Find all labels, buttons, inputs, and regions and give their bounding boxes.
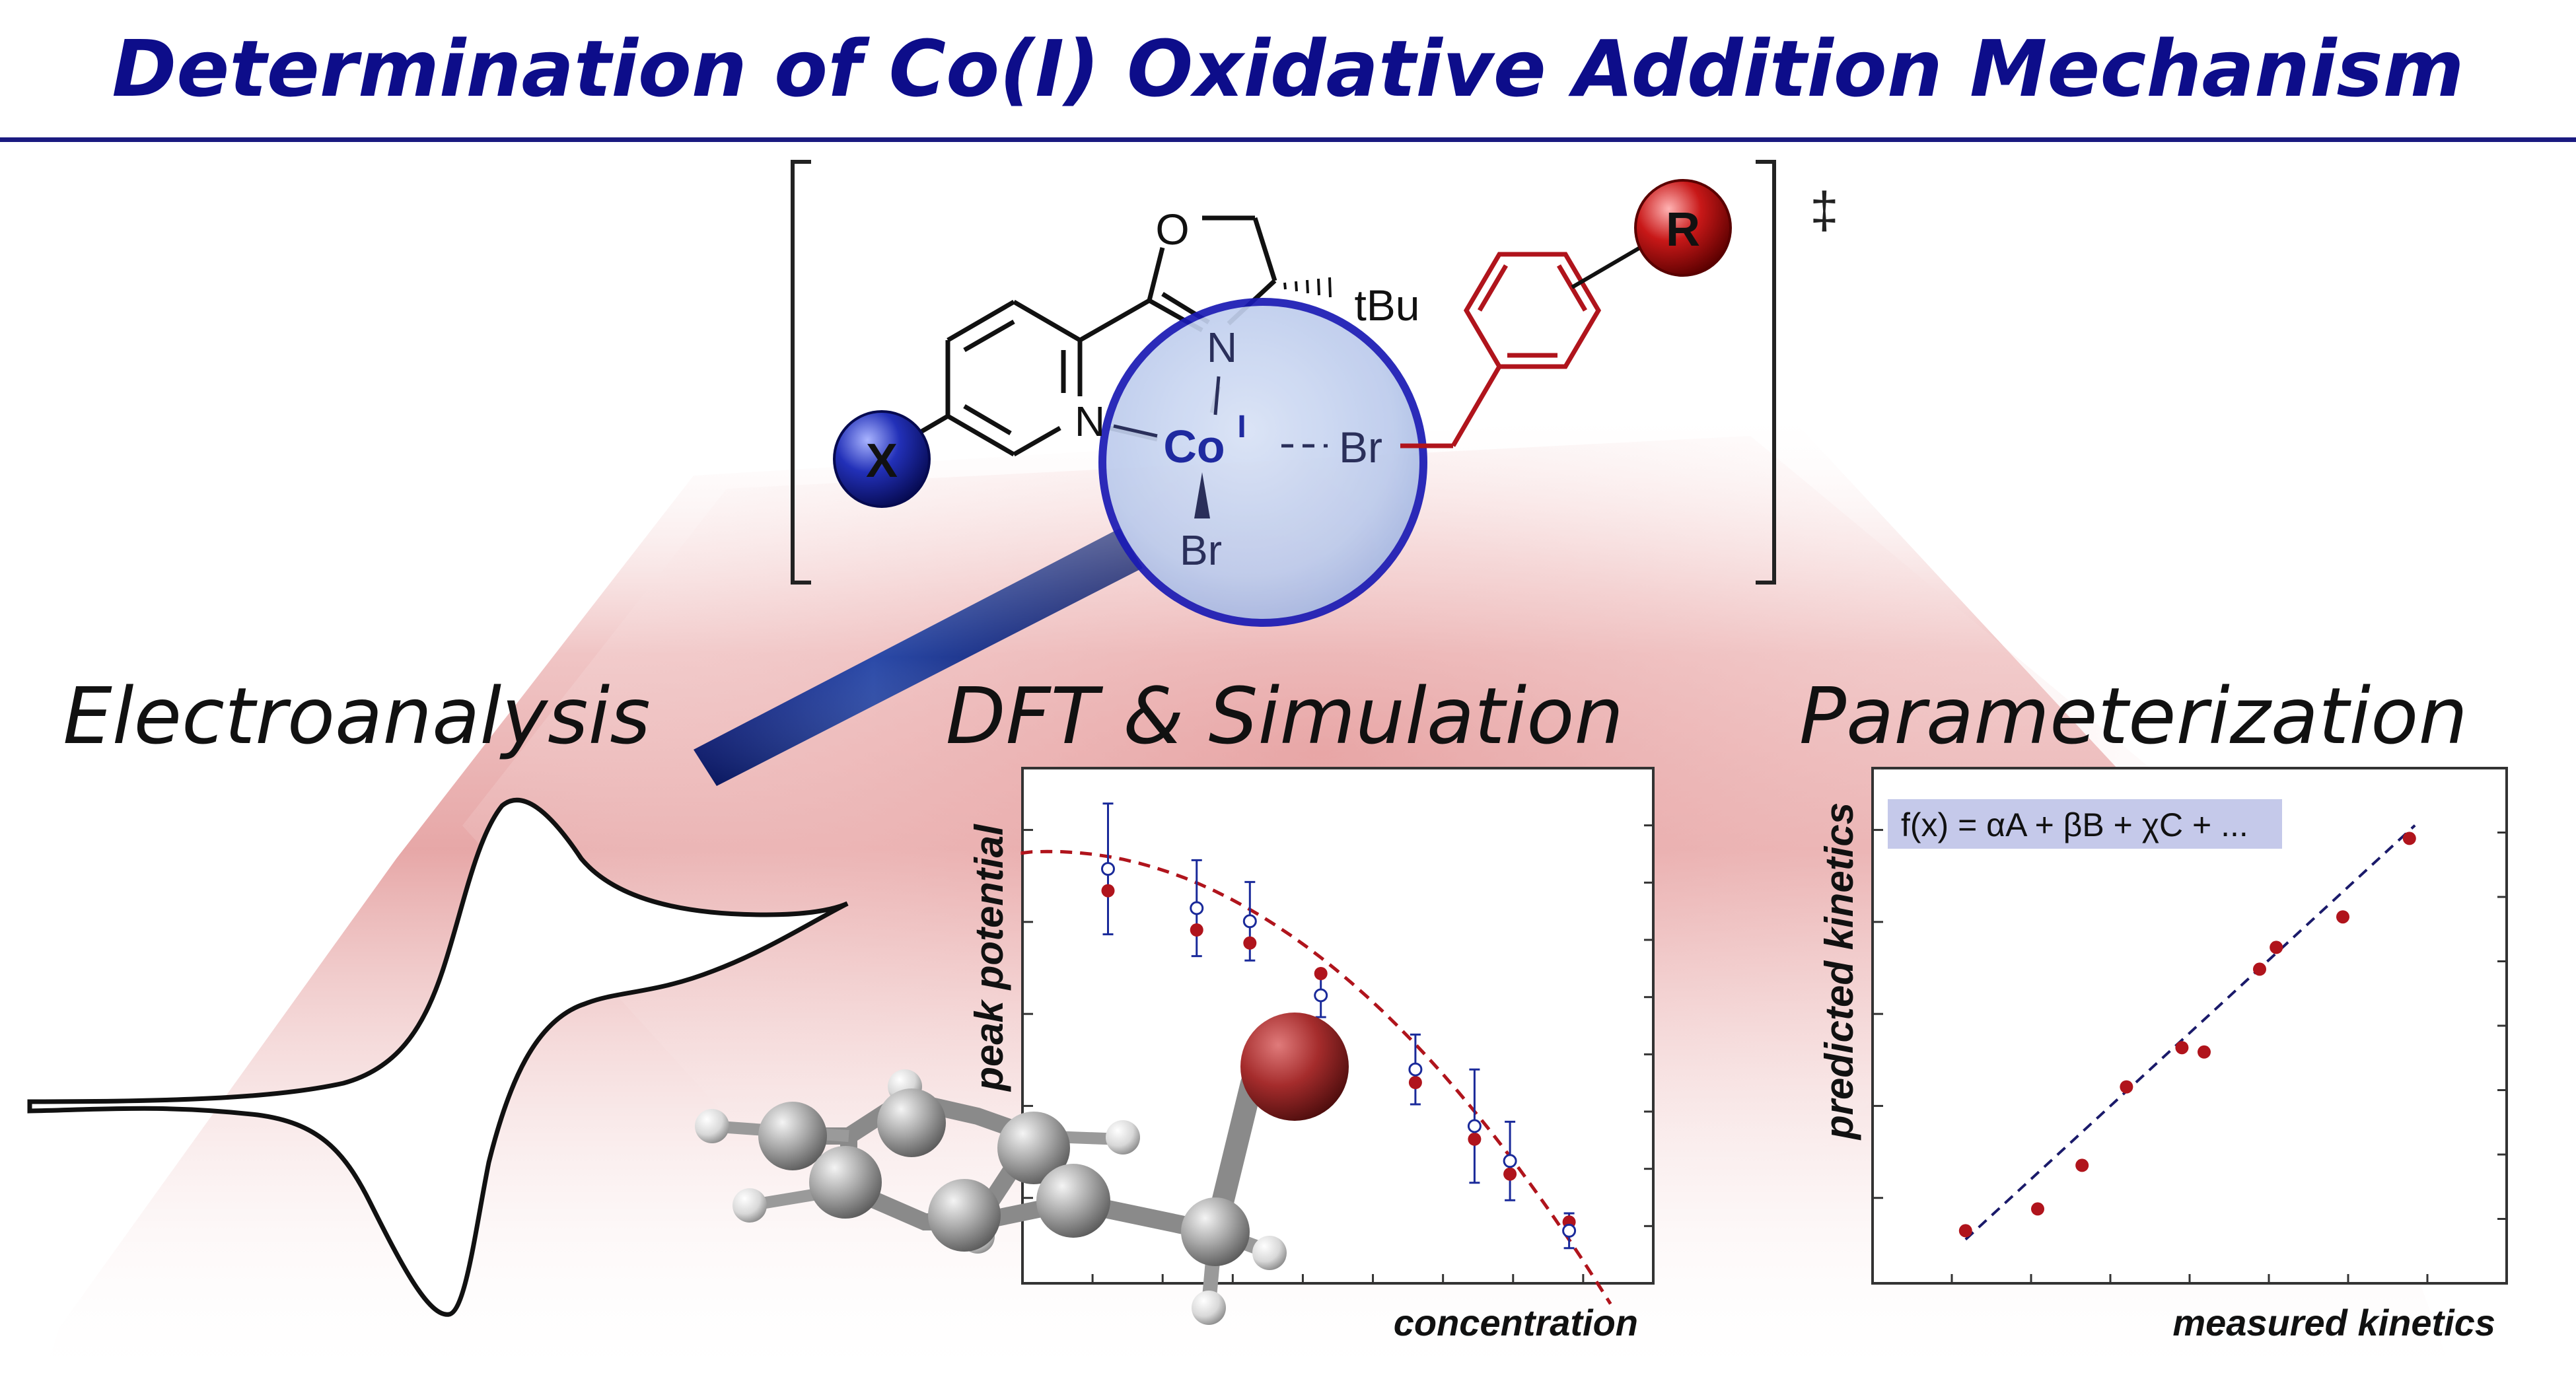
data-point bbox=[2402, 832, 2416, 845]
chart1-plot-area bbox=[1021, 767, 1655, 1285]
data-point-filled bbox=[1314, 967, 1328, 980]
chart2-data-marks bbox=[1958, 832, 2416, 1238]
r-substituent-ball bbox=[1634, 179, 1732, 277]
cobalt-center-sphere bbox=[1098, 298, 1427, 627]
left-bracket bbox=[791, 160, 811, 585]
parameterization-chart: f(x) = αA + βB + χC + ... predicted kine… bbox=[1817, 767, 2508, 1343]
right-bracket bbox=[1756, 160, 1776, 585]
data-point-filled bbox=[1503, 1167, 1517, 1181]
data-point bbox=[1958, 1224, 1972, 1238]
data-point-open bbox=[1190, 901, 1204, 915]
data-point-open bbox=[1467, 1119, 1482, 1133]
data-point-filled bbox=[1468, 1132, 1482, 1146]
atom-n-pyridine: N bbox=[1075, 398, 1105, 445]
data-point-filled bbox=[1101, 884, 1115, 898]
r-substituent-label: R bbox=[1666, 203, 1700, 256]
x-substituent-label: X bbox=[866, 435, 898, 487]
data-point-open bbox=[1242, 914, 1257, 929]
atom-br-lower: Br bbox=[1180, 526, 1222, 574]
data-point bbox=[2075, 1158, 2089, 1172]
title-rule bbox=[0, 137, 2576, 142]
data-point-open bbox=[1503, 1154, 1517, 1168]
section-label-dft: DFT & Simulation bbox=[946, 670, 1624, 762]
atom-br-bridge: Br bbox=[1339, 423, 1382, 472]
benzyl-bromide-3d-model bbox=[695, 1013, 1349, 1325]
data-point-open bbox=[1562, 1223, 1577, 1238]
tbu-label: tBu bbox=[1354, 281, 1419, 330]
atom-cobalt-oxidation: I bbox=[1237, 409, 1246, 445]
chart1-xlabel: concentration bbox=[1394, 1302, 1638, 1343]
x-substituent-ball bbox=[833, 410, 931, 508]
connector-rod bbox=[694, 528, 1143, 786]
page-title: Determination of Co(I) Oxidative Additio… bbox=[112, 23, 2464, 114]
data-point-filled bbox=[1243, 936, 1257, 950]
section-label-parameterization: Parameterization bbox=[1799, 670, 2468, 762]
cyclic-voltammogram-curve bbox=[27, 797, 849, 1317]
data-point-open bbox=[1314, 988, 1328, 1003]
chart2-plot-area bbox=[1871, 767, 2508, 1285]
section-label-electroanalysis: Electroanalysis bbox=[63, 670, 651, 762]
transition-state-structure: ‡ bbox=[791, 160, 1839, 627]
data-point bbox=[2198, 1045, 2211, 1059]
data-point-filled bbox=[1408, 1076, 1422, 1089]
data-point-open bbox=[1101, 862, 1115, 876]
data-point bbox=[2031, 1202, 2044, 1216]
chart1-ylabel: peak potential bbox=[967, 824, 1011, 1092]
data-point bbox=[2253, 962, 2266, 976]
data-point bbox=[2120, 1080, 2133, 1094]
co-br-wedge bbox=[1194, 472, 1210, 518]
atom-cobalt: Co bbox=[1163, 421, 1225, 472]
atom-o: O bbox=[1155, 205, 1189, 254]
atom-n-oxazoline: N bbox=[1207, 324, 1237, 371]
data-point-filled bbox=[1190, 923, 1203, 937]
chart2-fit-line bbox=[1964, 824, 2416, 1241]
chart2-equation: f(x) = αA + βB + χC + ... bbox=[1901, 806, 2248, 843]
chart2-ticks bbox=[1873, 829, 2507, 1283]
data-point bbox=[2270, 941, 2283, 954]
chart1-ticks bbox=[1022, 824, 1653, 1283]
chart1-data-marks bbox=[1101, 802, 1577, 1250]
chart2-xlabel: measured kinetics bbox=[2172, 1302, 2495, 1343]
chart2-ylabel: predicted kinetics bbox=[1817, 802, 1861, 1141]
dft-simulation-chart: peak potential concentration bbox=[967, 767, 1655, 1343]
data-point-open bbox=[1408, 1062, 1423, 1077]
data-point bbox=[2336, 910, 2349, 924]
data-point bbox=[2175, 1041, 2189, 1055]
dagger-symbol: ‡ bbox=[1810, 181, 1838, 239]
chart2-equation-box bbox=[1888, 799, 2282, 849]
